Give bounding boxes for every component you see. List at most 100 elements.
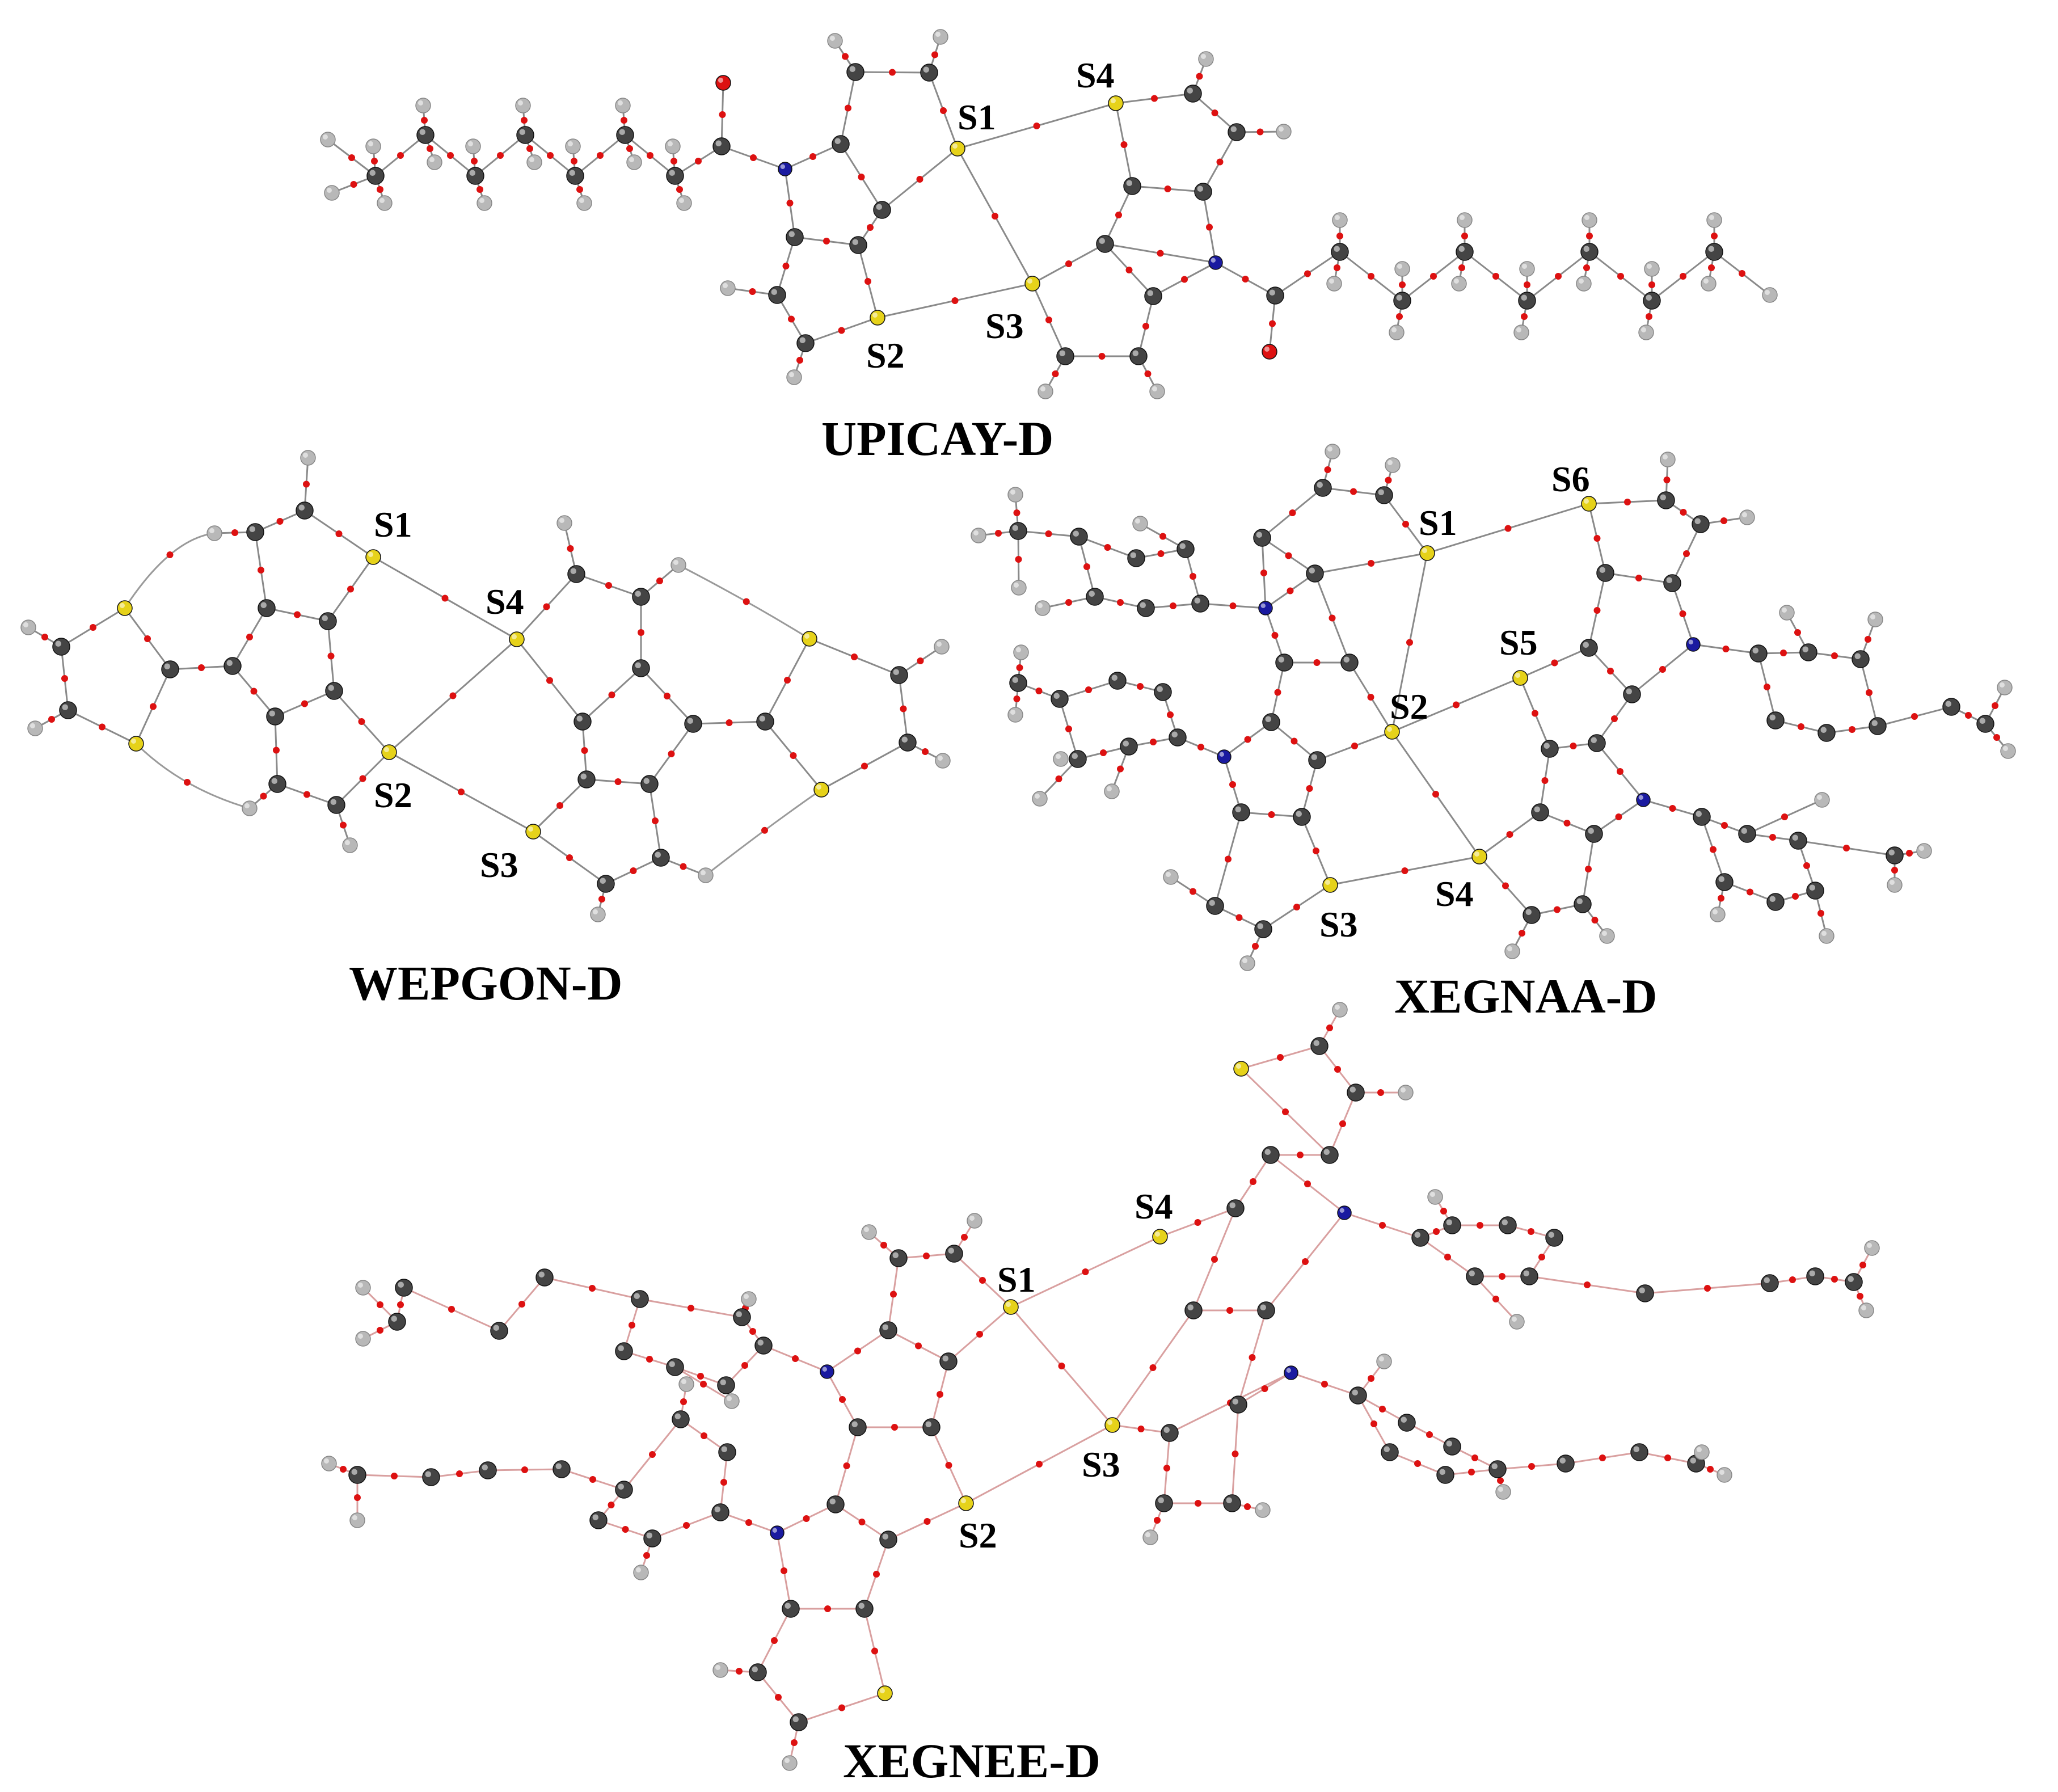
carbon-sphere [631,1290,649,1308]
bond-critical-point [1016,664,1023,671]
carbon-atom [1852,650,1870,668]
hydrogen-atom [720,280,736,296]
hydrogen-sphere [1762,287,1778,303]
carbon-atom [1310,1037,1329,1055]
atom-highlight [681,1378,686,1384]
carbon-atom [1226,1199,1245,1217]
carbon-sphere [1191,594,1209,613]
atom-highlight [469,170,475,176]
atom-highlight [1515,672,1520,678]
bond-critical-point [701,1432,707,1439]
hydrogen-atom [300,450,316,466]
atom-highlight [1646,263,1652,269]
carbon-atom [1630,1443,1648,1461]
carbon-atom [1331,243,1349,261]
atom-highlight [1339,1208,1344,1213]
hydrogen-sphere [1013,644,1029,660]
atom-highlight [1132,350,1138,356]
bond-critical-point [1803,862,1810,869]
carbon-atom [325,682,343,700]
bond-critical-point [1817,910,1824,917]
bond-critical-point [1190,888,1196,895]
bond-critical-point [781,1567,787,1574]
bond-critical-point [1045,530,1052,537]
bond-critical-point [839,1396,846,1403]
atom-highlight [1197,185,1203,192]
bond-critical-point [1554,906,1561,913]
bond-critical-point [335,530,343,537]
bond-critical-point [1083,563,1090,570]
atom-highlight [687,718,693,724]
atom-highlight [655,851,661,858]
bond-critical-point [427,145,433,152]
atom-highlight [829,35,835,41]
bond-critical-point [1244,736,1251,743]
bond-critical-point [1142,323,1149,330]
carbon-sphere [1349,1386,1367,1405]
atom-highlight [351,1469,357,1475]
carbon-sphere [1693,808,1711,826]
carbon-atom [666,167,684,185]
bond-critical-point [1664,1454,1671,1461]
carbon-sphere [1799,643,1817,661]
atom-layer [20,29,2016,1771]
hydrogen-sphere [1457,212,1473,228]
carbon-sphere [223,657,242,675]
nitrogen-atom [1636,792,1651,807]
bond-critical-point [608,1502,615,1508]
bond-critical-point [1190,573,1196,580]
carbon-sphere [1738,825,1756,843]
carbon-atom [1381,1443,1399,1461]
carbon-atom [717,1376,735,1394]
carbon-sphere [1596,564,1614,582]
carbon-sphere [1636,1284,1654,1302]
hydrogen-sphere [1276,124,1292,140]
hydrogen-atom [365,138,381,154]
sulfur-sphere [525,824,541,840]
hydrogen-atom [1858,1302,1874,1318]
bond-critical-point [598,896,605,903]
carbon-sphere [1229,1395,1247,1414]
bond-critical-point [745,1519,752,1526]
hydrogen-sphere [1867,612,1883,627]
bond-critical-point [680,1398,687,1405]
carbon-sphere [490,1322,508,1340]
carbon-sphere [466,167,484,185]
atom-highlight [834,138,841,144]
atom-highlight [1343,656,1349,663]
hydrogen-sphere [1819,928,1835,944]
atom-highlight [816,784,821,790]
atom-highlight [1866,1242,1872,1248]
bond-critical-point [1065,726,1072,732]
carbon-sphere [388,1313,406,1331]
carbon-sphere [756,712,774,731]
bond-critical-point [1151,95,1158,102]
atom-highlight [1741,512,1747,517]
nitrogen-atom [778,162,792,176]
atom-highlight [771,289,777,295]
bond-critical-point [1293,904,1300,910]
carbon-atom [1806,1267,1824,1285]
bond-critical-point [1336,233,1343,239]
carbon-sphere [52,638,70,656]
carbon-sphere [717,1376,735,1394]
hydrogen-atom [861,1224,877,1240]
carbon-sphere [1393,292,1411,310]
sulfur-atom [1512,670,1528,686]
atom-highlight [1660,494,1666,500]
atom-highlight [923,66,929,73]
carbon-atom [796,334,815,352]
hydrogen-sphere [300,450,316,466]
atom-highlight [1010,709,1015,715]
bond-critical-point [626,145,633,152]
sulfur-sphere [1104,1417,1120,1433]
carbon-sphere [1817,724,1836,742]
atom-highlight [1601,930,1607,936]
carbon-sphere [616,126,634,144]
atom-highlight [1130,552,1136,558]
carbon-atom [319,612,337,630]
bond-critical-point [1216,158,1224,166]
carbon-atom [632,659,650,677]
carbon-sphere [1456,243,1474,261]
carbon-sphere [577,770,596,789]
